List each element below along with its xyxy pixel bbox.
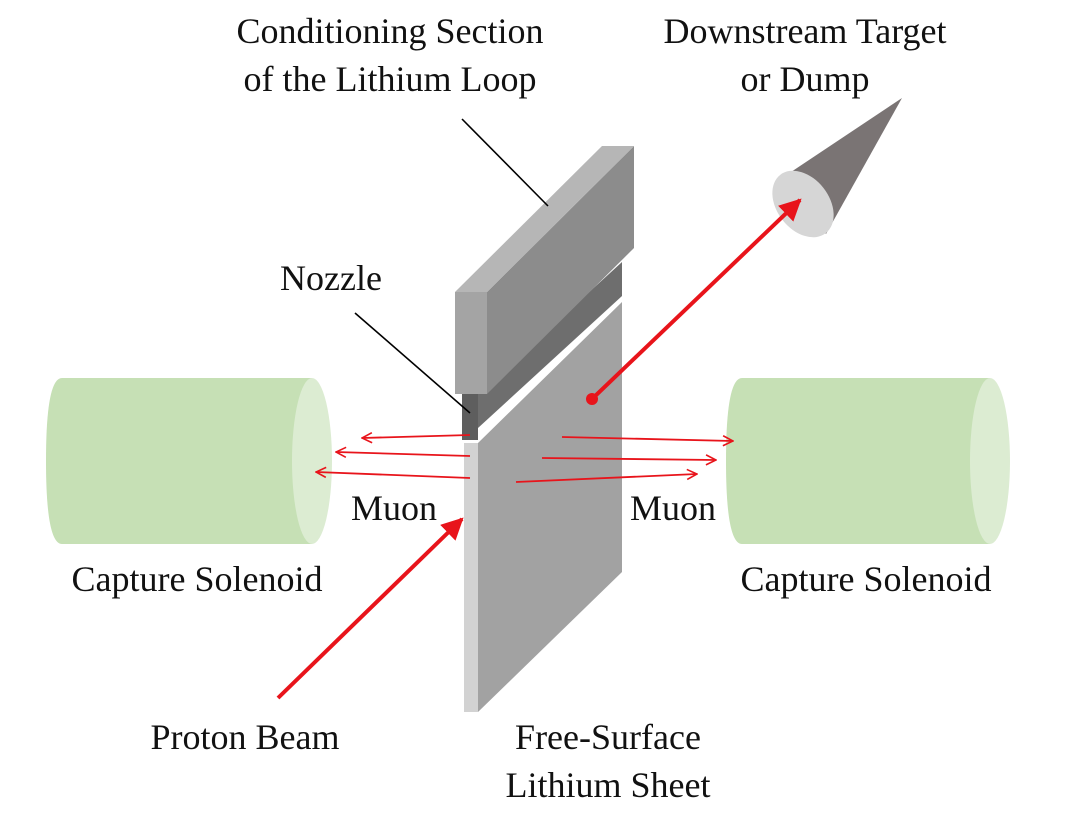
proton-beam-incoming [276, 517, 464, 700]
proton-beam-exiting [590, 198, 802, 401]
downstream-label-line1: Downstream Target [663, 11, 946, 51]
conditioning-lower-band [478, 262, 622, 428]
muon-arrow-left-1 [362, 435, 471, 438]
muon-arrow-right-1 [561, 437, 733, 441]
muon-label-left: Muon [351, 488, 437, 528]
nozzle-leader-line [354, 312, 471, 414]
nozzle-label: Nozzle [280, 258, 382, 298]
downstream-label-line2: or Dump [741, 59, 870, 99]
lithium-sheet-edge [464, 443, 478, 712]
lithium-sheet-front [478, 302, 622, 712]
solenoid-right-face [970, 378, 1010, 544]
conditioning-section [455, 146, 634, 440]
muon-arrow-left-3 [316, 472, 471, 479]
conditioning-block-front [487, 146, 634, 394]
solenoid-left-face [292, 378, 332, 544]
muon-arrow-right-3 [515, 474, 697, 483]
conditioning-block-top [455, 146, 634, 292]
nozzle-block [462, 394, 478, 440]
conditioning-leader-line [461, 118, 549, 207]
beam-exit-point [586, 393, 598, 405]
lithium-sheet-label-line2: Lithium Sheet [506, 765, 711, 805]
capture-solenoid-left-label: Capture Solenoid [72, 559, 323, 599]
lithium-sheet [464, 302, 622, 712]
capture-solenoid-left [46, 378, 332, 544]
solenoid-right-body [726, 378, 990, 544]
downstream-cone [772, 98, 902, 238]
conditioning-label-line1: Conditioning Section [236, 11, 543, 51]
muon-label-right: Muon [630, 488, 716, 528]
muon-arrows [316, 435, 733, 483]
conditioning-label-line2: of the Lithium Loop [244, 59, 537, 99]
conditioning-block-side [455, 292, 487, 394]
lithium-sheet-label-line1: Free-Surface [515, 717, 701, 757]
solenoid-left-body [46, 378, 312, 544]
capture-solenoid-right [726, 378, 1010, 544]
proton-beam-label: Proton Beam [151, 717, 340, 757]
muon-arrow-right-2 [541, 458, 716, 460]
capture-solenoid-right-label: Capture Solenoid [741, 559, 992, 599]
muon-arrow-left-2 [336, 452, 471, 456]
